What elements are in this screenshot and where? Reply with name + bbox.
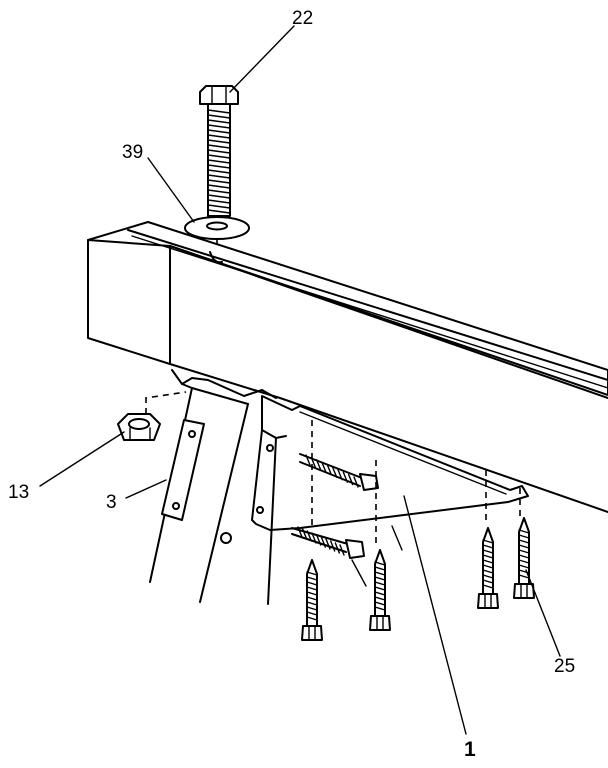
callout-3: 3	[106, 492, 117, 513]
callout-25: 25	[554, 656, 575, 677]
callout-13: 13	[8, 482, 29, 503]
lag-screw-horizontal-lower	[291, 526, 365, 559]
hex-bolt-22	[199, 85, 239, 217]
alignment-dash-lines	[311, 420, 521, 587]
callout-1: 1	[464, 738, 476, 761]
hex-nut-13	[117, 391, 187, 441]
lag-screw-vertical-c	[477, 527, 499, 609]
leg-3	[149, 369, 277, 603]
corner-bracket-1	[251, 395, 529, 605]
lag-screw-horizontal-upper	[299, 453, 379, 491]
callout-39: 39	[122, 142, 143, 163]
leader-lines	[39, 25, 561, 735]
callout-22: 22	[292, 8, 313, 29]
lag-screw-vertical-d-25	[513, 517, 535, 599]
lag-screw-vertical-b	[369, 549, 391, 631]
rail-beam	[87, 221, 608, 513]
lag-screw-vertical-a	[301, 559, 323, 641]
